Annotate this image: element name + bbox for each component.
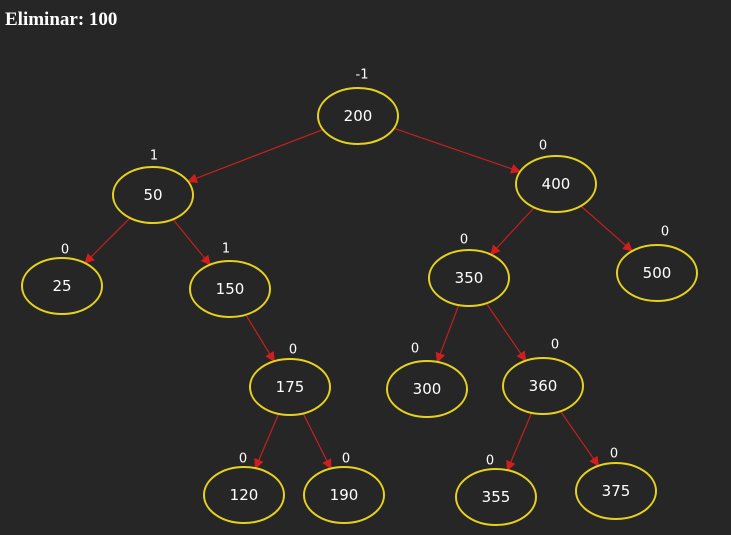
- tree-node-360: 360: [502, 357, 584, 415]
- node-value: 25: [52, 277, 71, 295]
- balance-factor-200: -1: [356, 68, 369, 83]
- edge-50-150: [172, 218, 211, 266]
- tree-node-175: 175: [249, 358, 331, 416]
- node-value: 400: [542, 175, 571, 193]
- node-value: 355: [482, 488, 511, 506]
- edge-200-50: [187, 128, 324, 183]
- node-ellipse: [502, 357, 584, 415]
- node-ellipse: [428, 249, 510, 307]
- node-ellipse: [455, 468, 537, 526]
- tree-node-355: 355: [455, 468, 537, 526]
- balance-factor-375: 0: [610, 447, 618, 462]
- edges-layer: [84, 127, 633, 472]
- tree-node-120: 120: [203, 466, 285, 524]
- node-value: 150: [216, 280, 245, 298]
- edge-400-350: [490, 207, 535, 256]
- balance-factor-360: 0: [551, 338, 559, 353]
- balance-factor-175: 0: [289, 343, 297, 358]
- tree-node-200: 200: [317, 87, 399, 145]
- tree-node-150: 150: [189, 260, 271, 318]
- node-ellipse: [575, 462, 657, 520]
- balance-factor-500: 0: [661, 225, 669, 240]
- node-ellipse: [189, 260, 271, 318]
- tree-node-25: 25: [21, 257, 103, 315]
- node-ellipse: [515, 155, 597, 213]
- tree-node-300: 300: [386, 360, 468, 418]
- balance-factor-400: 0: [539, 139, 547, 154]
- edge-360-355: [506, 412, 533, 472]
- node-value: 190: [330, 486, 359, 504]
- node-value: 300: [413, 380, 442, 398]
- node-ellipse: [203, 466, 285, 524]
- nodes-layer: 200 50 400 25 150 350 500 175 300 360 120 190 355 375: [21, 87, 698, 526]
- edge-400-500: [580, 205, 633, 252]
- node-ellipse: [249, 358, 331, 416]
- balance-factor-25: 0: [61, 243, 69, 258]
- node-value: 175: [276, 378, 305, 396]
- balance-factor-190: 0: [342, 452, 350, 467]
- tree-node-400: 400: [515, 155, 597, 213]
- edge-360-375: [560, 410, 600, 467]
- balance-factor-355: 0: [486, 454, 494, 469]
- balance-factor-350: 0: [460, 233, 468, 248]
- tree-node-375: 375: [575, 462, 657, 520]
- node-value: 50: [143, 186, 162, 204]
- edge-350-360: [485, 302, 527, 362]
- edge-150-175: [245, 314, 275, 363]
- node-value: 375: [602, 482, 631, 500]
- node-ellipse: [21, 257, 103, 315]
- edge-50-25: [84, 217, 131, 264]
- node-ellipse: [112, 166, 194, 224]
- node-value: 500: [643, 264, 672, 282]
- node-value: 360: [529, 377, 558, 395]
- balance-factor-300: 0: [411, 342, 419, 357]
- node-ellipse: [317, 87, 399, 145]
- node-ellipse: [386, 360, 468, 418]
- node-ellipse: [303, 466, 385, 524]
- edge-175-190: [302, 413, 332, 470]
- node-ellipse: [616, 244, 698, 302]
- edge-350-300: [435, 304, 460, 363]
- node-value: 350: [455, 269, 484, 287]
- balance-factor-150: 1: [222, 242, 230, 257]
- edge-175-120: [254, 413, 280, 470]
- page-title: Eliminar: 100: [5, 9, 118, 30]
- tree-node-190: 190: [303, 466, 385, 524]
- tree-node-500: 500: [616, 244, 698, 302]
- balance-factor-120: 0: [239, 452, 247, 467]
- balance-labels-layer: -1 1 0 0 1 0 0 0 0 0 0 0 0 0: [61, 68, 669, 469]
- node-value: 120: [230, 486, 259, 504]
- edge-200-400: [393, 127, 522, 174]
- tree-node-350: 350: [428, 249, 510, 307]
- tree-node-50: 50: [112, 166, 194, 224]
- node-value: 200: [344, 107, 373, 125]
- balance-factor-50: 1: [150, 149, 158, 164]
